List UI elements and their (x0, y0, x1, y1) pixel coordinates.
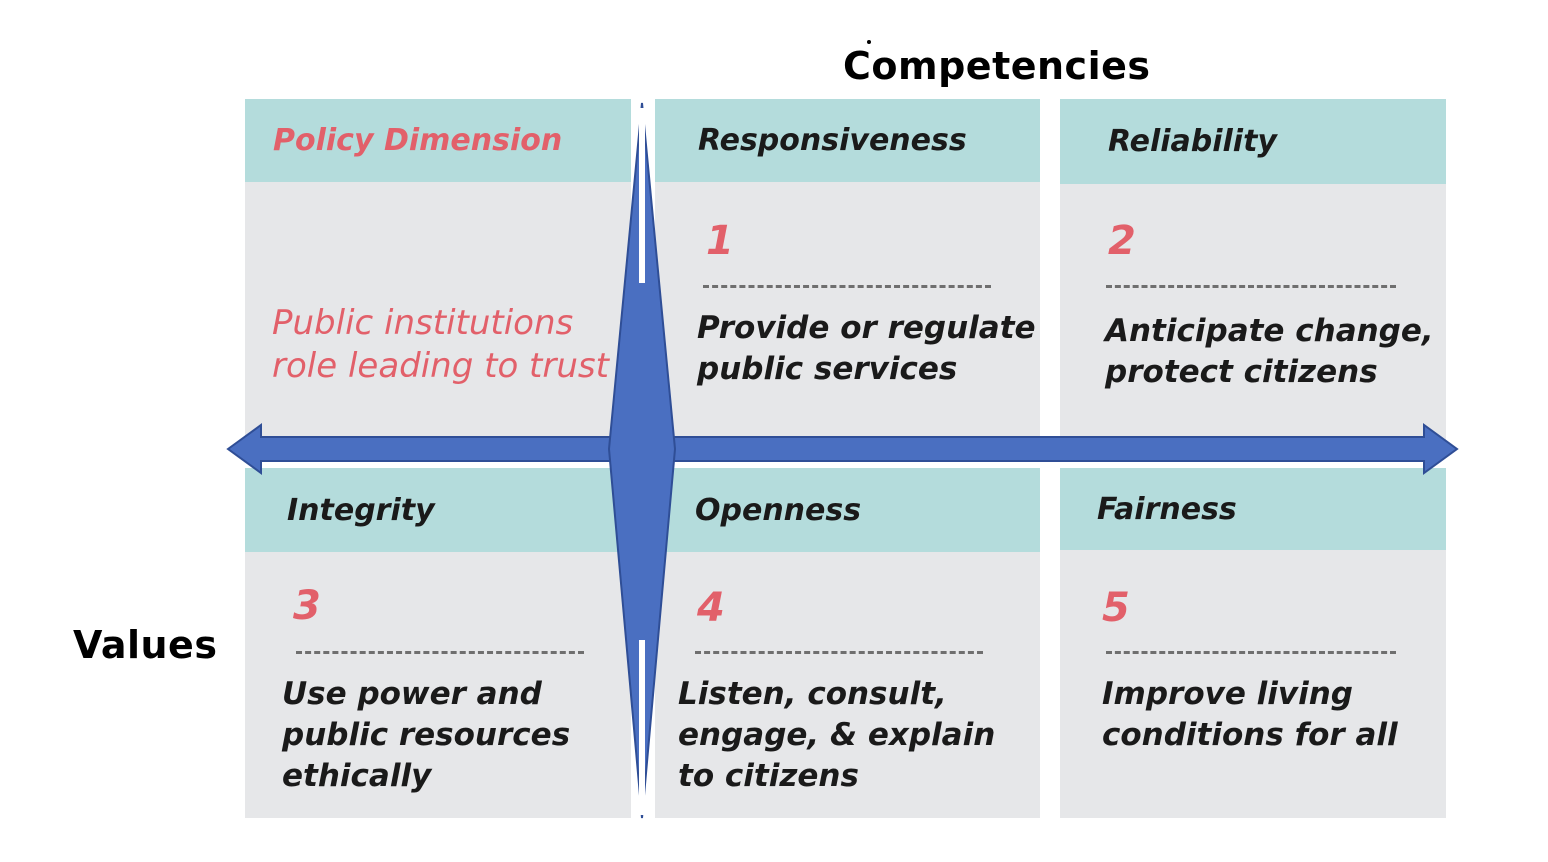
fairness-cell: Fairness 5 Improve living conditions for… (1060, 468, 1446, 818)
fairness-number: 5 (1102, 585, 1130, 631)
reliability-divider (1106, 285, 1396, 288)
reliability-text: Anticipate change, protect citizens (1105, 313, 1434, 390)
integrity-number: 3 (293, 583, 321, 629)
responsiveness-number: 1 (706, 218, 734, 264)
reliability-header: Reliability (1060, 99, 1446, 184)
responsiveness-header: Responsiveness (655, 99, 1040, 182)
stray-dot (867, 40, 871, 44)
integrity-divider (296, 651, 584, 654)
policy-dimension-text: Public institutions role leading to trus… (272, 303, 609, 386)
integrity-cell: Integrity 3 Use power and public resourc… (245, 468, 631, 818)
policy-dimension-header: Policy Dimension (245, 99, 631, 182)
fairness-header: Fairness (1060, 468, 1446, 550)
policy-dimension-cell: Policy Dimension Public institutions rol… (245, 99, 631, 442)
fairness-text: Improve living conditions for all (1102, 676, 1398, 753)
fairness-divider (1106, 651, 1396, 654)
integrity-header: Integrity (245, 468, 631, 552)
integrity-text: Use power and public resources ethically (282, 676, 571, 794)
responsiveness-text: Provide or regulate public services (697, 310, 1036, 387)
openness-cell: Openness 4 Listen, consult, engage, & ex… (655, 468, 1040, 818)
reliability-cell: Reliability 2 Anticipate change, protect… (1060, 99, 1446, 442)
responsiveness-cell: Responsiveness 1 Provide or regulate pub… (655, 99, 1040, 442)
values-title: Values (73, 623, 218, 667)
responsiveness-divider (703, 285, 991, 288)
openness-text: Listen, consult, engage, & explain to ci… (678, 676, 996, 794)
openness-header: Openness (655, 468, 1040, 552)
competencies-title: Competencies (843, 44, 1151, 88)
openness-number: 4 (697, 585, 725, 631)
reliability-number: 2 (1108, 218, 1136, 264)
openness-divider (695, 651, 983, 654)
